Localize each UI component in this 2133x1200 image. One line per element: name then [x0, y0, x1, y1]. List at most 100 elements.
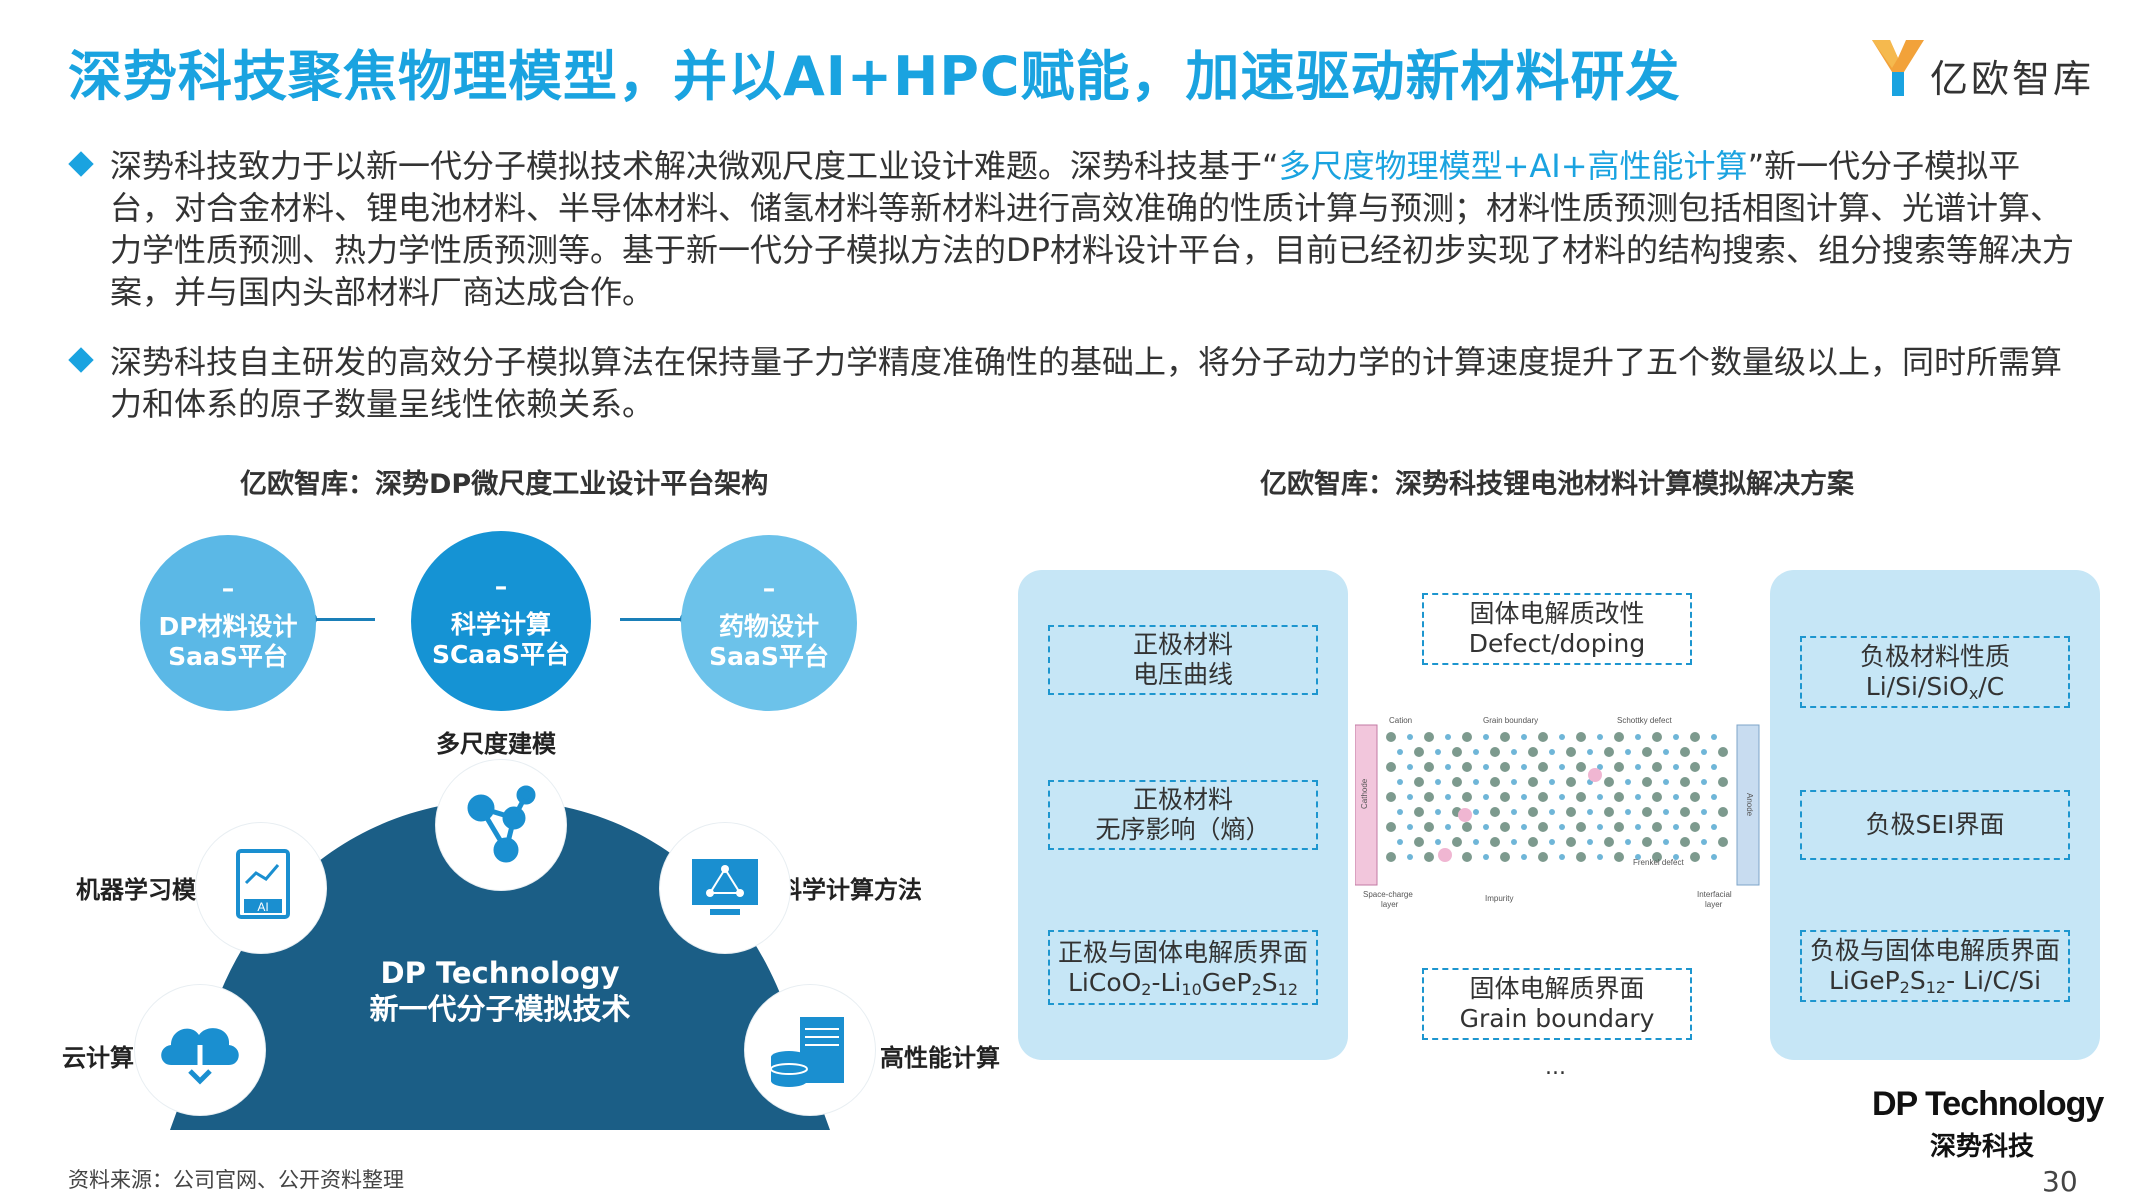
lattice-atom — [1407, 794, 1413, 800]
svg-text:Frenkel defect: Frenkel defect — [1633, 858, 1684, 867]
lattice-atom — [1490, 747, 1500, 757]
lattice-atom — [1680, 837, 1690, 847]
box-label: 电压曲线 — [1132, 660, 1233, 689]
lattice-atom — [1538, 732, 1548, 742]
lattice-atom — [1386, 732, 1396, 742]
svg-text:Impurity: Impurity — [1485, 894, 1513, 903]
box-label: 正极材料 — [1132, 785, 1233, 814]
lattice-atom — [1566, 837, 1576, 847]
box-label: 正极材料 — [1132, 630, 1233, 659]
bullet-text: 深势科技自主研发的高效分子模拟算法在保持量子力学精度准确性的基础上，将分子动力学… — [110, 343, 2063, 423]
lattice-atom — [1625, 839, 1631, 845]
lattice-atom — [1521, 824, 1527, 830]
lattice-atom — [1500, 822, 1510, 832]
lattice-atom — [1549, 809, 1555, 815]
lattice-atom — [1386, 792, 1396, 802]
brand-logo: 亿欧智库 — [1870, 32, 2100, 102]
lattice-atom — [1718, 747, 1728, 757]
lattice-atom — [1397, 839, 1403, 845]
lattice-atom — [1711, 764, 1717, 770]
lattice-atom — [1690, 852, 1700, 862]
cathode-entropy-box: 正极材料 无序影响（熵） — [1048, 780, 1318, 850]
anode-interface-box: 负极与固体电解质界面 LiGeP2S12- Li/C/Si — [1800, 930, 2070, 1002]
lattice-atom — [1528, 747, 1538, 757]
lattice-atom — [1424, 762, 1434, 772]
lattice-atom — [1673, 764, 1679, 770]
svg-text:Cathode: Cathode — [1360, 778, 1369, 809]
lattice-atom — [1652, 852, 1662, 862]
lattice-atom — [1711, 824, 1717, 830]
lattice-atom — [1559, 794, 1565, 800]
circle-label: 药物设计 — [718, 612, 819, 641]
lattice-atom — [1559, 824, 1565, 830]
lattice-atom — [1483, 794, 1489, 800]
lattice-atom — [1597, 854, 1603, 860]
defect-atom — [1458, 808, 1472, 822]
lattice-atom — [1490, 807, 1500, 817]
cathode-voltage-box: 正极材料 电压曲线 — [1048, 625, 1318, 695]
lattice-atom — [1414, 747, 1424, 757]
lattice-atom — [1462, 852, 1472, 862]
lattice-atom — [1483, 764, 1489, 770]
lattice-atom — [1597, 734, 1603, 740]
bullet-text: 深势科技致力于以新一代分子模拟技术解决微观尺度工业设计难题。深势科技基于“ — [110, 147, 1279, 185]
lattice-atom — [1604, 777, 1614, 787]
box-label: 无序影响（熵） — [1095, 815, 1271, 844]
lattice-atom — [1407, 734, 1413, 740]
lattice-atom — [1445, 794, 1451, 800]
lattice-atom — [1549, 749, 1555, 755]
svg-text:layer: layer — [1705, 900, 1723, 909]
lattice-atom — [1604, 807, 1614, 817]
lattice-atom — [1549, 779, 1555, 785]
circle-label: 科学计算 — [450, 610, 551, 639]
lattice-atom — [1462, 822, 1472, 832]
lattice-atom — [1397, 809, 1403, 815]
lattice-atom — [1652, 822, 1662, 832]
diamond-bullet-icon — [68, 151, 94, 177]
lattice-atom — [1500, 852, 1510, 862]
lattice-atom — [1614, 792, 1624, 802]
lattice-atom — [1397, 779, 1403, 785]
lattice-atom — [1407, 824, 1413, 830]
lattice-atom — [1587, 839, 1593, 845]
box-label: 负极材料性质 — [1859, 642, 2010, 671]
page-title: 深势科技聚焦物理模型，并以AI+HPC赋能，加速驱动新材料研发 — [68, 45, 1681, 108]
lattice-atom — [1435, 839, 1441, 845]
lattice-atom — [1604, 747, 1614, 757]
lattice-atom — [1483, 734, 1489, 740]
lattice-atom — [1663, 779, 1669, 785]
lattice-atom — [1424, 852, 1434, 862]
lattice-atom — [1597, 764, 1603, 770]
lattice-atom — [1673, 734, 1679, 740]
lattice-atom — [1576, 732, 1586, 742]
lattice-atom — [1576, 822, 1586, 832]
logo-text: 亿欧智库 — [1930, 57, 2095, 101]
anode-property-box: 负极材料性质 Li/Si/SiOx/C — [1800, 636, 2070, 708]
lattice-atom — [1576, 792, 1586, 802]
lattice-atom — [1642, 837, 1652, 847]
logo-mark-icon — [1872, 40, 1924, 96]
ai-document-icon: AI — [236, 849, 290, 919]
core-subtitle: 新一代分子模拟技术 — [369, 992, 631, 1026]
lattice-atom — [1673, 824, 1679, 830]
node-label-cloud: 云计算 — [62, 1044, 134, 1072]
electrolyte-lattice-illustration: Cathode Anode Cation Grain boundary Scho… — [1355, 716, 1760, 909]
lattice-atom — [1462, 732, 1472, 742]
lattice-atom — [1673, 794, 1679, 800]
anode-sei-box: 负极SEI界面 — [1800, 790, 2070, 860]
node-label-hpc: 高性能计算 — [880, 1044, 1000, 1072]
lattice-atom — [1635, 824, 1641, 830]
cloud-download-icon — [161, 1028, 239, 1085]
lattice-atom — [1711, 854, 1717, 860]
lattice-atom — [1500, 792, 1510, 802]
lattice-atom — [1528, 777, 1538, 787]
box-label: 正极与固体电解质界面 — [1057, 937, 1308, 967]
lattice-atom — [1473, 779, 1479, 785]
svg-text:Anode: Anode — [1745, 793, 1754, 817]
svg-text:layer: layer — [1381, 900, 1399, 909]
lattice-atom — [1397, 749, 1403, 755]
box-label: Defect/doping — [1468, 629, 1646, 658]
lattice-atom — [1521, 794, 1527, 800]
lattice-atom — [1407, 854, 1413, 860]
lattice-atom — [1642, 777, 1652, 787]
